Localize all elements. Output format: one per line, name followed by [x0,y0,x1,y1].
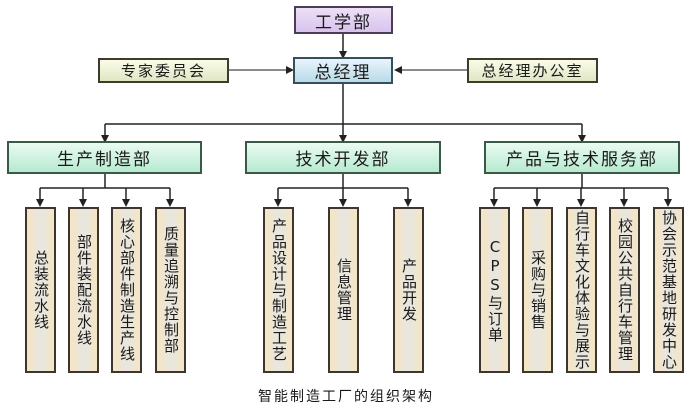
node-dept-manufacturing: 生产制造部 [7,141,202,174]
node-dept-product-service: 产品与技术服务部 [484,141,680,174]
unit-label: 信息管理 [335,258,353,322]
node-label: 技术开发部 [295,150,391,170]
unit-label: CPS与订单 [486,237,504,343]
node-label: 产品与技术服务部 [506,150,658,170]
node-engineering-dept: 工学部 [294,6,393,34]
node-unit: 总装流水线 [25,207,56,373]
node-unit: 部件装配流水线 [68,207,99,373]
node-label: 总经理办公室 [481,62,584,80]
node-unit: 产品设计与制造工艺 [263,207,294,373]
node-unit: 协会示范基地研发中心 [653,207,684,373]
node-general-manager: 总经理 [293,57,393,84]
node-unit: CPS与订单 [479,207,510,373]
node-label: 专家委员会 [120,62,206,80]
node-label: 生产制造部 [57,150,152,170]
unit-label: 校园公共自行车管理 [616,218,634,362]
node-unit: 采购与销售 [522,207,553,373]
node-dept-tech-dev: 技术开发部 [245,141,441,174]
unit-label: 核心部件制造生产线 [118,218,136,362]
node-unit: 产品开发 [393,207,424,373]
unit-label: 部件装配流水线 [75,234,93,346]
node-unit: 核心部件制造生产线 [111,207,142,373]
unit-label: 协会示范基地研发中心 [660,210,678,370]
unit-label: 产品开发 [400,258,418,322]
node-unit: 自行车文化体验与展示 [566,207,597,373]
unit-label: 产品设计与制造工艺 [270,218,288,362]
node-expert-committee: 专家委员会 [98,58,229,83]
unit-label: 采购与销售 [529,250,547,330]
diagram-caption: 智能制造工厂的组织架构 [258,389,434,405]
unit-label: 总装流水线 [32,250,50,330]
node-gm-office: 总经理办公室 [467,58,598,83]
unit-label: 质量追溯与控制部 [162,226,180,354]
node-unit: 校园公共自行车管理 [609,207,640,373]
node-label: 工学部 [315,12,372,33]
unit-label: 自行车文化体验与展示 [573,210,591,370]
node-unit: 信息管理 [328,207,359,373]
node-label: 总经理 [314,63,372,83]
node-unit: 质量追溯与控制部 [155,207,186,373]
